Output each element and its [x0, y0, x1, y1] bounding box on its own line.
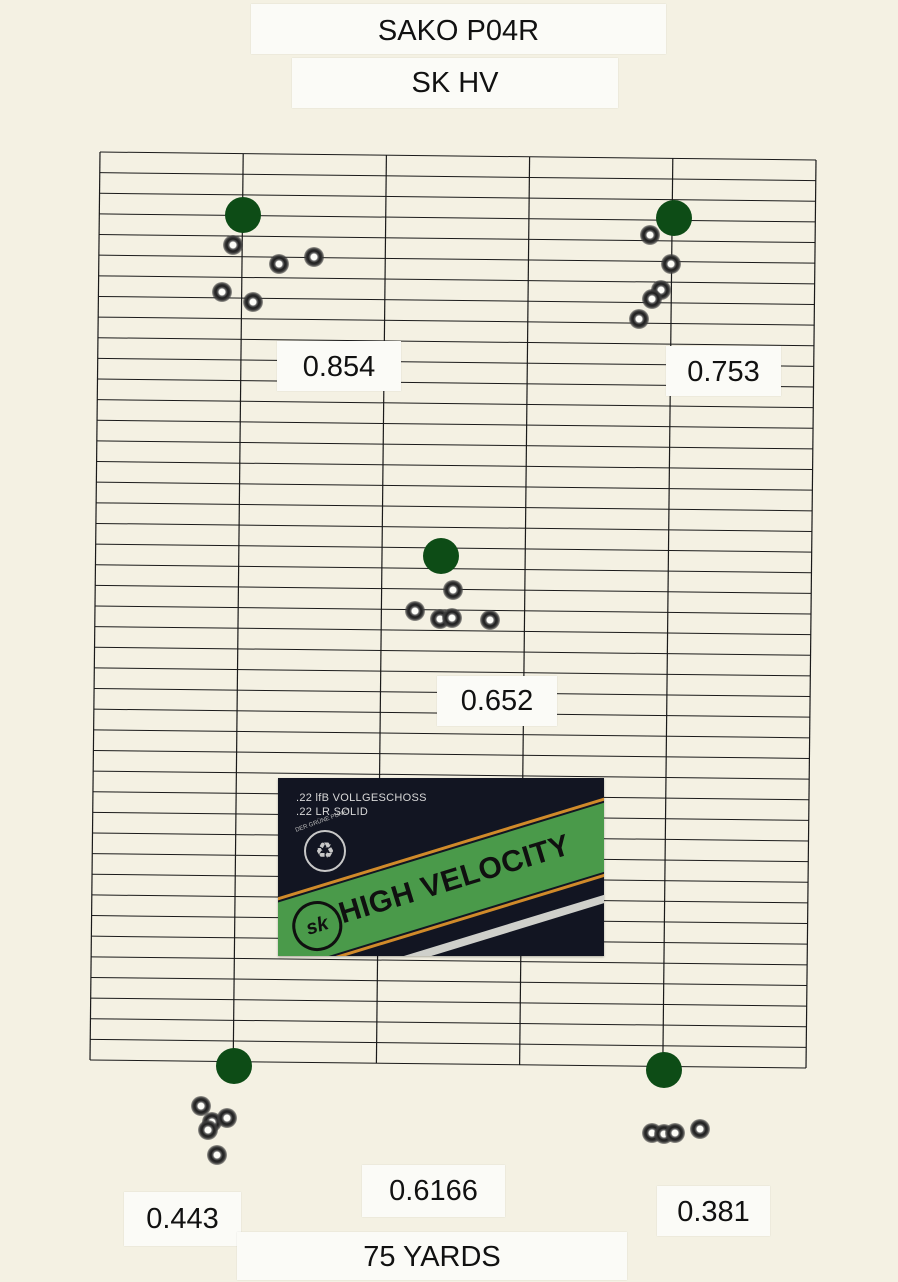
bullet-hole [690, 1119, 710, 1139]
grid-line [99, 151, 817, 161]
group-size-top-left: 0.854 [277, 341, 401, 391]
aim-point-bottom-left [216, 1048, 252, 1084]
grid-line [97, 399, 814, 409]
bullet-hole [442, 608, 462, 628]
group-size-bottom-left: 0.443 [124, 1192, 241, 1246]
grid-line [93, 770, 810, 780]
bullet-hole [665, 1123, 685, 1143]
grid-line [90, 1038, 807, 1048]
ammo-caliber-de: .22 lfB VOLLGESCHOSS [296, 792, 427, 804]
grid-line [94, 646, 811, 656]
grid-line [662, 158, 674, 1067]
grid-line [90, 997, 807, 1007]
grid-line [99, 192, 816, 202]
bullet-hole [443, 580, 463, 600]
bullet-hole [243, 292, 263, 312]
grid-line [94, 667, 811, 677]
grid-line [94, 626, 811, 636]
distance-label: 75 YARDS [237, 1232, 627, 1280]
aim-point-bottom-right [646, 1052, 682, 1088]
grid-line [90, 976, 807, 986]
bullet-hole [640, 225, 660, 245]
grid-line [97, 419, 814, 429]
grid-line [98, 295, 815, 305]
group-size-bottom-center: 0.6166 [362, 1165, 505, 1217]
grid-line [96, 440, 813, 450]
grid-line [91, 956, 808, 966]
ammo-caliber-en: .22 LR SOLID [296, 806, 369, 818]
bullet-hole [223, 235, 243, 255]
bullet-hole [191, 1096, 211, 1116]
bullet-hole [480, 610, 500, 630]
bullet-hole [661, 254, 681, 274]
aim-point-top-right [656, 200, 692, 236]
bullet-hole [212, 282, 232, 302]
grid-line [93, 729, 810, 739]
grid-line [89, 1059, 807, 1069]
grid-line [98, 275, 815, 285]
bullet-hole [629, 309, 649, 329]
grid-line [89, 151, 101, 1061]
grid-line [90, 1018, 807, 1028]
grid-line [93, 749, 810, 759]
grid-line [97, 337, 814, 347]
grid-line [96, 461, 813, 471]
subtitle-label: SK HV [292, 58, 618, 108]
grid-line [99, 234, 816, 244]
grid-line [96, 502, 813, 512]
grid-line [98, 254, 815, 264]
bullet-hole [217, 1108, 237, 1128]
grid-line [805, 159, 817, 1069]
group-size-center: 0.652 [437, 676, 557, 726]
bullet-hole [269, 254, 289, 274]
grid-line [95, 522, 812, 532]
bullet-hole [642, 289, 662, 309]
bullet-hole [405, 601, 425, 621]
aim-point-center [423, 538, 459, 574]
group-size-top-right: 0.753 [666, 346, 781, 396]
grid-line [99, 213, 816, 223]
bullet-hole [198, 1120, 218, 1140]
title-label: SAKO P04R [251, 4, 666, 54]
group-size-bottom-right: 0.381 [657, 1186, 770, 1236]
recycle-icon: ♻ [304, 830, 346, 872]
ammo-box-label: .22 lfB VOLLGESCHOSS .22 LR SOLID DER GR… [278, 778, 604, 956]
aim-point-top-left [225, 197, 261, 233]
bullet-hole [304, 247, 324, 267]
grid-line [99, 172, 816, 182]
grid-line [96, 481, 813, 491]
grid-line [98, 316, 815, 326]
grid-line [232, 153, 244, 1062]
bullet-hole [207, 1145, 227, 1165]
